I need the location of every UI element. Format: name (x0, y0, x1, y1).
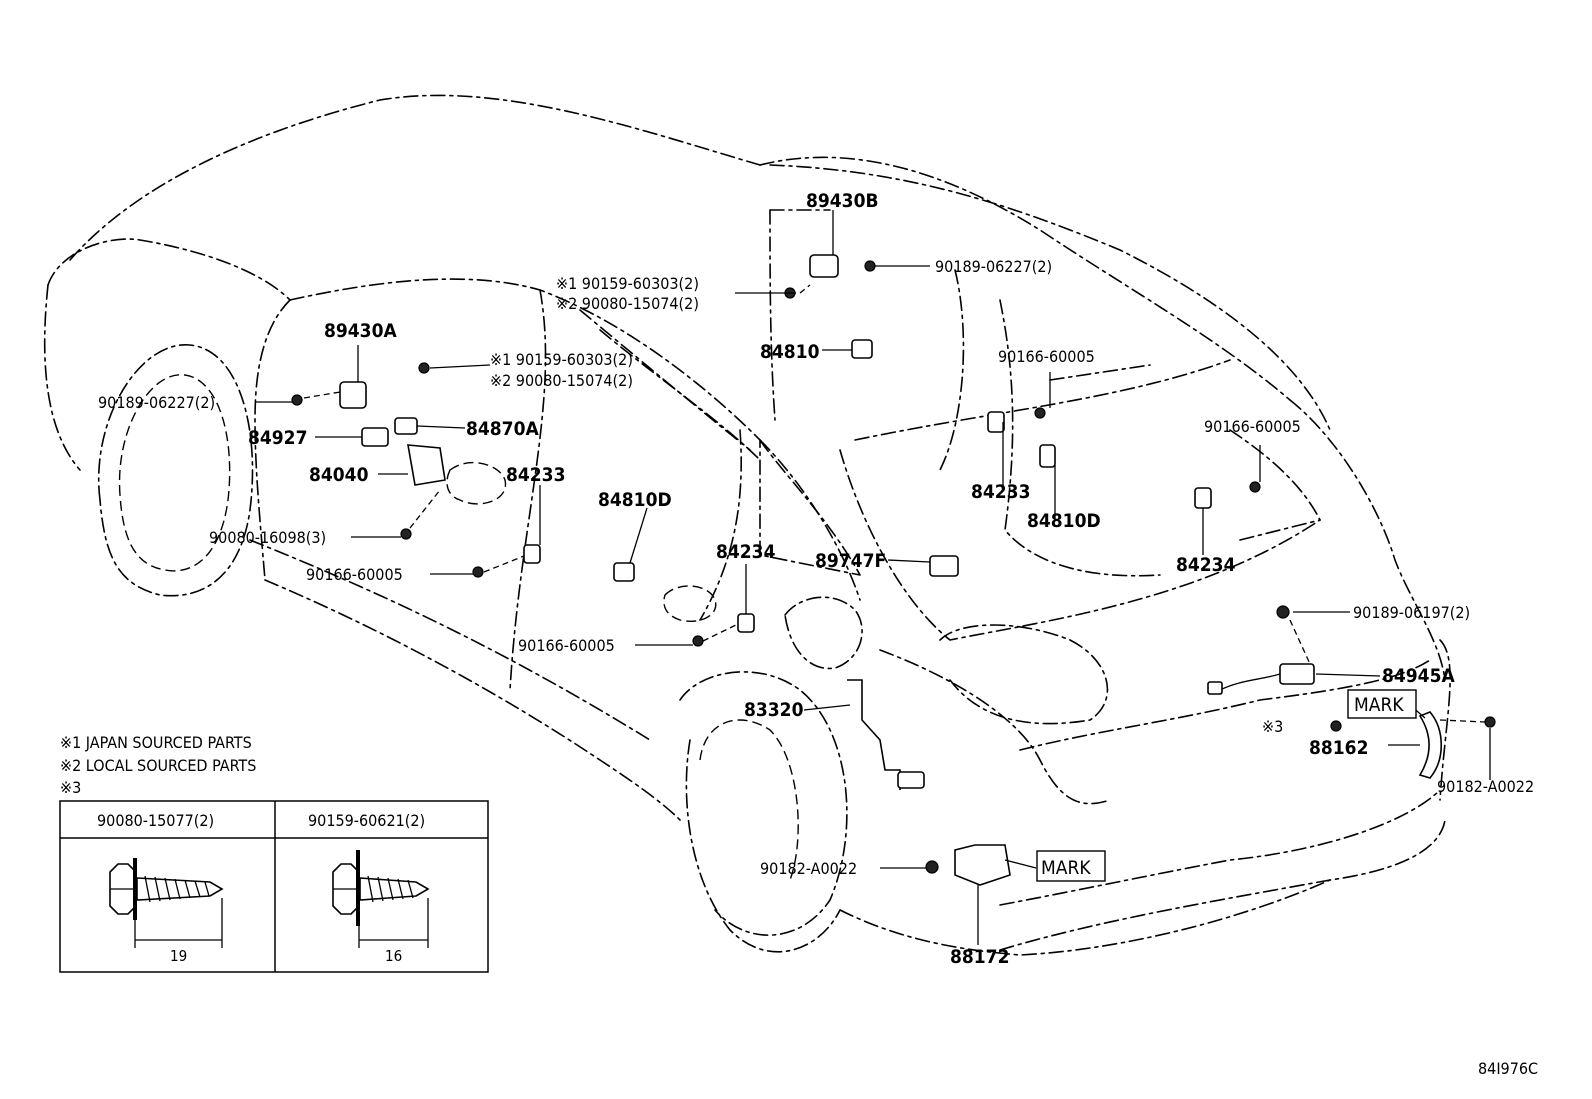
label-84810: 84810 (760, 341, 820, 363)
label-90166-60005-a: 90166-60005 (998, 347, 1095, 366)
bolt-90166-60005-far-right (1249, 481, 1261, 493)
nut-90182-A0022-bottom (925, 860, 939, 874)
part-84810D-left-shape (613, 562, 635, 582)
part-84233-right-shape (987, 411, 1005, 433)
label-note3-small: ※3 (1262, 717, 1283, 736)
label-84233-a: 84233 (506, 464, 565, 486)
label-83320: 83320 (744, 699, 804, 721)
part-83320-shape (847, 679, 901, 790)
bolt-90166-60005-right (1034, 407, 1046, 419)
part-labels: 89430B 90189-06227(2) ※1 90159-60303(2) … (98, 190, 1534, 968)
part-88162-shape (1418, 711, 1442, 779)
part-84945A-shape (1279, 663, 1315, 685)
mark-box-a (1347, 689, 1417, 719)
part-84927-shape (361, 427, 389, 447)
part-84234-right-shape (1194, 487, 1212, 509)
bolt-90166-60005-bottom (692, 635, 704, 647)
part-89747F-shape (929, 555, 959, 577)
label-84234-a: 84234 (716, 541, 776, 563)
label-88172: 88172 (950, 946, 1009, 968)
label-90189-06227-top: 90189-06227(2) (935, 257, 1052, 276)
label-90080-15074-mid: ※2 90080-15074(2) (490, 371, 633, 390)
label-90166-60005-b: 90166-60005 (1204, 417, 1301, 436)
label-mark-a: MARK (1354, 694, 1404, 716)
car-body-outline (43, 94, 1451, 956)
diagram-code: 84I976C (1478, 1059, 1538, 1078)
screw-length-19: 19 (170, 947, 187, 965)
screw-90159-60621-drawing: 16 (332, 850, 430, 965)
note-local-sourced: ※2 LOCAL SOURCED PARTS (60, 756, 256, 775)
part-84810-shape (851, 339, 873, 359)
label-89430B: 89430B (806, 190, 879, 212)
fastener-table: 90080-15077(2) 90159-60621(2) 19 16 (59, 800, 489, 973)
label-90189-06227-left: 90189-06227(2) (98, 393, 215, 412)
part-84234-left-shape (737, 613, 755, 633)
label-84870A: 84870A (466, 418, 539, 440)
notes: ※1 JAPAN SOURCED PARTS ※2 LOCAL SOURCED … (60, 733, 256, 797)
label-84810D-a: 84810D (598, 489, 672, 511)
label-90159-60303-top: ※1 90159-60303(2) (556, 274, 699, 293)
label-88162: 88162 (1309, 737, 1368, 759)
clip-90189-06197 (1276, 605, 1290, 619)
part-84870A-shape (394, 417, 418, 435)
screw-90080-15077-drawing: 19 (109, 858, 224, 965)
screw-90080-16098 (400, 528, 412, 540)
screw-length-16: 16 (385, 947, 402, 965)
table-header-90159-60621: 90159-60621(2) (308, 811, 425, 830)
nut-90182-A0022-right (1484, 716, 1496, 728)
parts-shapes (291, 254, 1496, 886)
part-89430B-shape (809, 254, 839, 278)
label-90080-15074-top: ※2 90080-15074(2) (556, 294, 699, 313)
part-84040-shape (407, 444, 446, 486)
label-90166-60005-c: 90166-60005 (306, 565, 403, 584)
bolt-90166-60005-left (472, 566, 484, 578)
label-89747F: 89747F (815, 550, 886, 572)
mark-box-b (1036, 850, 1106, 882)
part-84810D-right-shape (1039, 444, 1056, 468)
label-84234-b: 84234 (1176, 554, 1236, 576)
label-mark-b: MARK (1041, 857, 1091, 879)
note-3: ※3 (60, 778, 81, 797)
label-90159-60303-mid: ※1 90159-60303(2) (490, 350, 633, 369)
label-84810D-b: 84810D (1027, 510, 1101, 532)
bolt-note3 (1330, 720, 1342, 732)
leader-lines (255, 210, 1491, 945)
clip-90189-06227-left (291, 394, 303, 406)
label-89430A: 89430A (324, 320, 397, 342)
label-84945A: 84945A (1382, 665, 1455, 687)
label-84040: 84040 (309, 464, 369, 486)
note-japan-sourced: ※1 JAPAN SOURCED PARTS (60, 733, 252, 752)
label-90189-06197: 90189-06197(2) (1353, 603, 1470, 622)
table-header-90080-15077: 90080-15077(2) (97, 811, 214, 830)
label-90080-16098: 90080-16098(3) (209, 528, 326, 547)
label-84927: 84927 (248, 427, 307, 449)
part-88172-shape (954, 844, 1011, 886)
clip-90189-06227-top (864, 260, 876, 272)
label-84233-b: 84233 (971, 481, 1030, 503)
part-84233-left-shape (523, 544, 541, 564)
label-90182-A0022-a: 90182-A0022 (1437, 777, 1534, 796)
label-90182-A0022-b: 90182-A0022 (760, 859, 857, 878)
bolt-90159-60303-mid (418, 362, 430, 374)
part-89430A-shape (339, 381, 367, 409)
label-90166-60005-d: 90166-60005 (518, 636, 615, 655)
